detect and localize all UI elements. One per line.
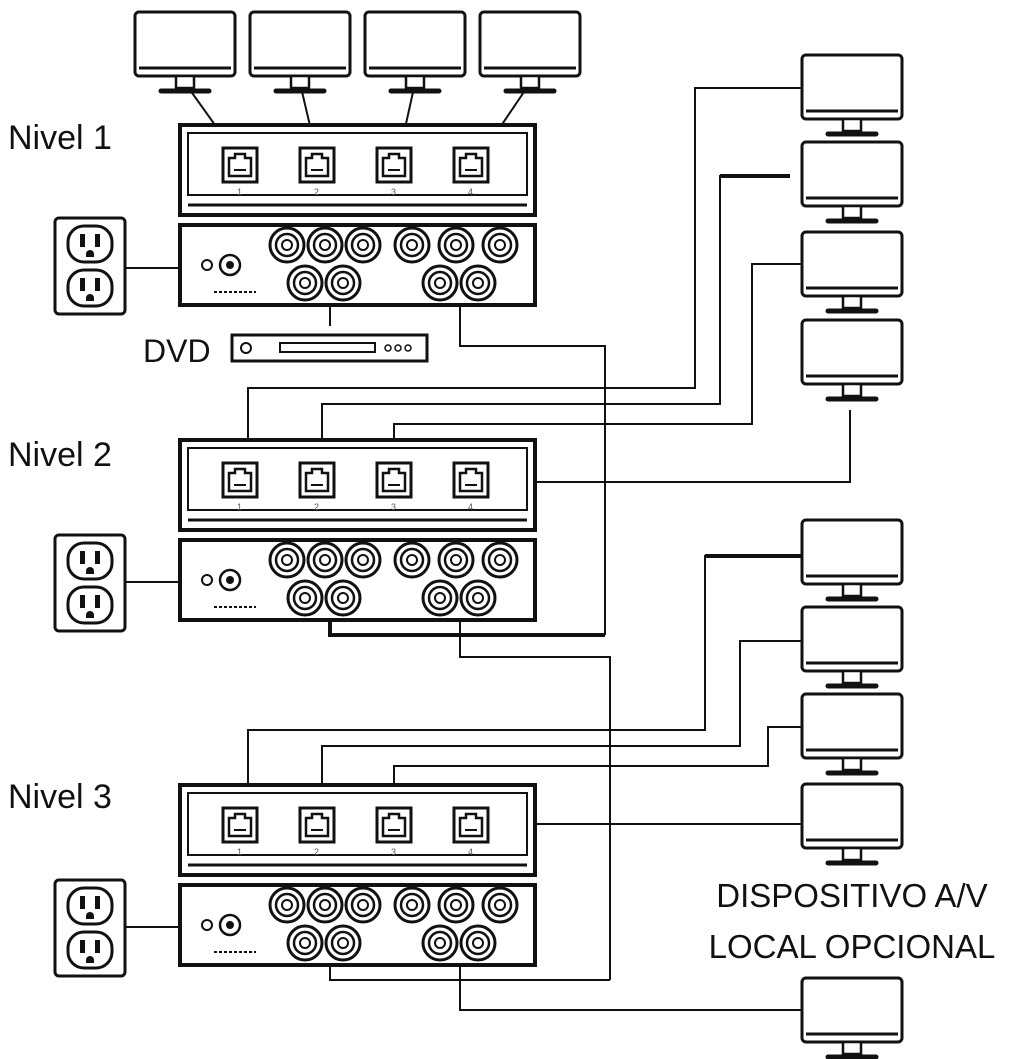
level-1: Nivel 1 1 2 3 4 DVD [8,119,537,369]
rj45-port-icon [221,461,259,499]
ethernet-switch: 1 2 3 4 [178,783,537,877]
port-number: 2 [314,847,319,857]
bnc-connector-icon [344,226,382,264]
bnc-connector-icon [286,264,324,302]
bnc-connector-icon [393,226,431,264]
bnc-connector-icon [344,541,382,579]
rj45-port-icon [221,806,259,844]
bnc-connector-icon [481,226,519,264]
rj45-port-icon [452,461,490,499]
rj45-port-icon [452,806,490,844]
bnc-connector-icon [306,541,344,579]
port-number: 1 [237,187,242,197]
optional-device-label-line2: LOCAL OPCIONAL [709,928,996,965]
monitor-icon [802,320,902,399]
cable-l2-port1 [247,87,802,460]
bnc-connector-icon [306,226,344,264]
port-number: 3 [391,847,396,857]
port-number: 2 [314,502,319,512]
bnc-connector-icon [268,541,306,579]
video-hub [178,538,537,622]
bnc-connector-icon [286,579,324,617]
bnc-connector-icon [437,541,475,579]
level-label: Nivel 3 [8,778,112,816]
right-monitors-level-2 [802,55,902,399]
ethernet-switch: 1 2 3 4 [178,123,537,217]
cable-l3-port1 [247,555,706,807]
bnc-connector-icon [268,886,306,924]
monitor-icon [802,784,902,863]
monitor-icon [802,232,902,311]
port-number: 3 [391,187,396,197]
monitor-icon [802,607,902,686]
bnc-connector-icon [286,924,324,962]
rj45-port-icon [298,806,336,844]
monitor-icon [365,12,465,91]
port-number: 1 [237,847,242,857]
port-number: 3 [391,502,396,512]
ethernet-switch: 1 2 3 4 [178,438,537,532]
monitor-icon [802,55,902,134]
rj45-port-icon [298,461,336,499]
bnc-connector-icon [459,264,497,302]
optional-device-cable [459,960,802,1011]
port-number: 1 [237,502,242,512]
bnc-connector-icon [459,579,497,617]
optional-device-label-line1: DISPOSITIVO A/V [716,877,987,914]
level-2: Nivel 2 1 2 3 4 [8,436,537,633]
bnc-connector-icon [459,924,497,962]
bnc-connector-icon [421,579,459,617]
monitor-icon [480,12,580,91]
bnc-connector-icon [393,541,431,579]
monitor-icon [250,12,350,91]
bnc-connector-icon [481,541,519,579]
bnc-connector-icon [344,886,382,924]
bnc-connector-icon [306,886,344,924]
cable-l2-port2 [321,175,721,460]
bnc-connector-icon [481,886,519,924]
bnc-connector-icon [421,924,459,962]
port-number: 2 [314,187,319,197]
level-label: Nivel 2 [8,436,112,474]
bnc-connector-icon [421,264,459,302]
port-number: 4 [468,187,473,197]
top-monitors [135,12,580,91]
bnc-connector-icon [324,924,362,962]
video-hub [178,223,537,307]
trunk-cable-2-3 [459,615,611,980]
power-outlet-icon [53,216,127,316]
rj45-port-icon [375,461,413,499]
rj45-port-icon [452,146,490,184]
monitor-icon [802,694,902,773]
cable-l3-port2 [321,640,802,807]
monitor-icon [135,12,235,91]
cable-l2-port4 [490,410,851,483]
trunk-cable-1-2 [459,302,606,635]
power-outlet-icon [53,533,127,633]
optional-device-monitor-icon [802,978,902,1057]
bnc-connector-icon [268,226,306,264]
power-outlet-icon [53,878,127,978]
rj45-port-icon [221,146,259,184]
bnc-connector-icon [324,579,362,617]
monitor-icon [802,520,902,599]
level-3: Nivel 3 1 2 3 4 [8,778,537,978]
bnc-connector-icon [324,264,362,302]
bnc-connector-icon [437,226,475,264]
rj45-port-icon [298,146,336,184]
port-number: 4 [468,502,473,512]
port-number: 4 [468,847,473,857]
right-monitors-level-3 [802,520,902,863]
rj45-port-icon [375,146,413,184]
rj45-port-icon [375,806,413,844]
bnc-connector-icon [437,886,475,924]
dvd-player-icon [230,333,429,363]
level-label: Nivel 1 [8,119,112,157]
dvd-label: DVD [143,333,211,369]
bnc-connector-icon [393,886,431,924]
video-hub [178,883,537,967]
monitor-icon [802,142,902,221]
